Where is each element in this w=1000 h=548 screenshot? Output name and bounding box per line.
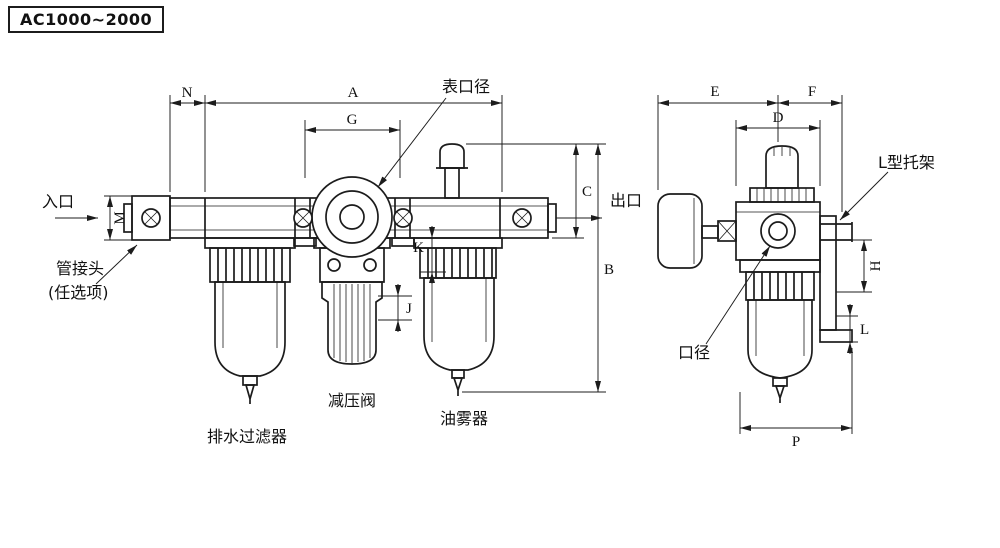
- side-bowl: [747, 299, 813, 379]
- ext-lines-g: [304, 120, 401, 178]
- outlet-stub: [547, 203, 557, 233]
- lubricator-ribs: [427, 248, 493, 278]
- ext-lines-na: [169, 95, 503, 192]
- filter-drain-body: [242, 375, 258, 386]
- dim-label-a: A: [348, 85, 359, 101]
- leader-port: [705, 245, 771, 345]
- ext-lines-l: [836, 315, 858, 343]
- lubricator-unit: [413, 143, 503, 396]
- bracket-plate: [819, 215, 837, 331]
- dim-label-l: L: [860, 322, 869, 338]
- lubricator-drain-body: [451, 369, 465, 379]
- regulator-knob: [321, 281, 383, 365]
- clamp-right: [391, 237, 415, 247]
- filter-unit: [204, 237, 296, 404]
- label-gauge-port: 表口径: [442, 77, 490, 96]
- gauge-port-circle: [339, 204, 365, 230]
- pressure-gauge: [311, 176, 393, 258]
- side-connector-cross: [717, 220, 737, 242]
- label-pressure-valve: 减压阀: [328, 391, 376, 410]
- dim-label-p: P: [792, 434, 800, 450]
- filter-bowl: [214, 281, 286, 377]
- ext-lines-d: [735, 120, 821, 186]
- regulator-screw-right: [363, 258, 377, 272]
- label-inlet: 入口: [42, 192, 74, 211]
- clamp-left: [293, 237, 317, 247]
- side-port-inner-circle: [768, 221, 788, 241]
- side-dimensions: [657, 95, 889, 434]
- side-collar: [749, 187, 815, 203]
- regulator-screw-left: [327, 258, 341, 272]
- ext-lines-cb: [462, 143, 606, 393]
- bolt-cross: [296, 211, 310, 225]
- side-knob-ticks: [773, 147, 791, 156]
- side-drain-body: [772, 377, 788, 387]
- model-title: AC1000~2000: [20, 10, 153, 29]
- side-drain-tip: [774, 385, 786, 403]
- front-view: N A G C B M K J 表口径 入口 出口 管接头 (任选项) 排水过滤…: [42, 77, 642, 446]
- dim-label-d: D: [773, 110, 784, 126]
- side-body: [657, 145, 853, 403]
- dim-label-b: B: [604, 262, 614, 278]
- side-collar-ribs: [756, 188, 807, 202]
- label-outlet: 出口: [610, 191, 642, 210]
- filter-drain-tip: [244, 384, 256, 404]
- side-outlet-pipe: [820, 222, 853, 242]
- label-fitting-2: (任选项): [48, 283, 109, 302]
- side-view: E F D H L P 口径 L型托架: [657, 84, 935, 450]
- bolt-heads: [141, 208, 532, 228]
- filter-ribs: [217, 248, 283, 282]
- dim-label-c: C: [582, 184, 592, 200]
- side-rib-box: [745, 271, 815, 301]
- bracket-foot: [819, 329, 853, 343]
- model-title-box: AC1000~2000: [8, 6, 165, 33]
- leader-fitting: [95, 244, 138, 285]
- dim-label-n: N: [182, 85, 193, 101]
- side-labels: E F D H L P 口径 L型托架: [678, 84, 935, 450]
- filter-bowl-inner-lines: [222, 282, 278, 348]
- lubricator-dome: [439, 143, 465, 169]
- bolt-cross: [515, 211, 529, 225]
- lubricator-stem: [444, 167, 460, 199]
- bolt-cross: [144, 211, 158, 225]
- side-gauge-stem: [701, 225, 719, 239]
- side-knob: [765, 145, 799, 189]
- dim-label-e: E: [710, 84, 719, 100]
- dim-label-m: M: [112, 211, 128, 224]
- lubricator-flange: [413, 237, 503, 249]
- label-drain-filter: 排水过滤器: [207, 427, 287, 446]
- ext-lines-p: [739, 348, 853, 434]
- side-gauge: [657, 193, 703, 269]
- dim-label-k: K: [413, 240, 424, 256]
- bolt-cross: [396, 211, 410, 225]
- ext-lines-h: [836, 239, 872, 293]
- label-fitting-1: 管接头: [56, 259, 104, 278]
- dim-label-h: H: [868, 260, 884, 271]
- lubricator-bowl: [423, 277, 495, 371]
- dim-label-f: F: [808, 84, 816, 100]
- dim-label-g: G: [347, 112, 358, 128]
- leader-bracket: [839, 171, 889, 221]
- regulator-knob-stripes: [333, 284, 371, 363]
- side-connector-box: [717, 220, 737, 242]
- lubricator-drain-tip: [452, 377, 464, 396]
- lubricator-bowl-inner-lines: [431, 278, 487, 342]
- side-bowl-flange: [739, 259, 821, 273]
- side-bowl-inner-lines: [755, 300, 805, 356]
- label-lubricator: 油雾器: [440, 409, 488, 428]
- side-ribs: [753, 272, 803, 300]
- leader-gauge-port: [377, 97, 447, 188]
- front-labels: N A G C B M K J 表口径 入口 出口 管接头 (任选项) 排水过滤…: [42, 77, 642, 446]
- label-bracket: L型托架: [878, 153, 935, 172]
- front-dimensions: [55, 95, 606, 393]
- filter-flange: [204, 237, 296, 249]
- label-port: 口径: [678, 343, 710, 362]
- dim-label-j: J: [406, 301, 412, 317]
